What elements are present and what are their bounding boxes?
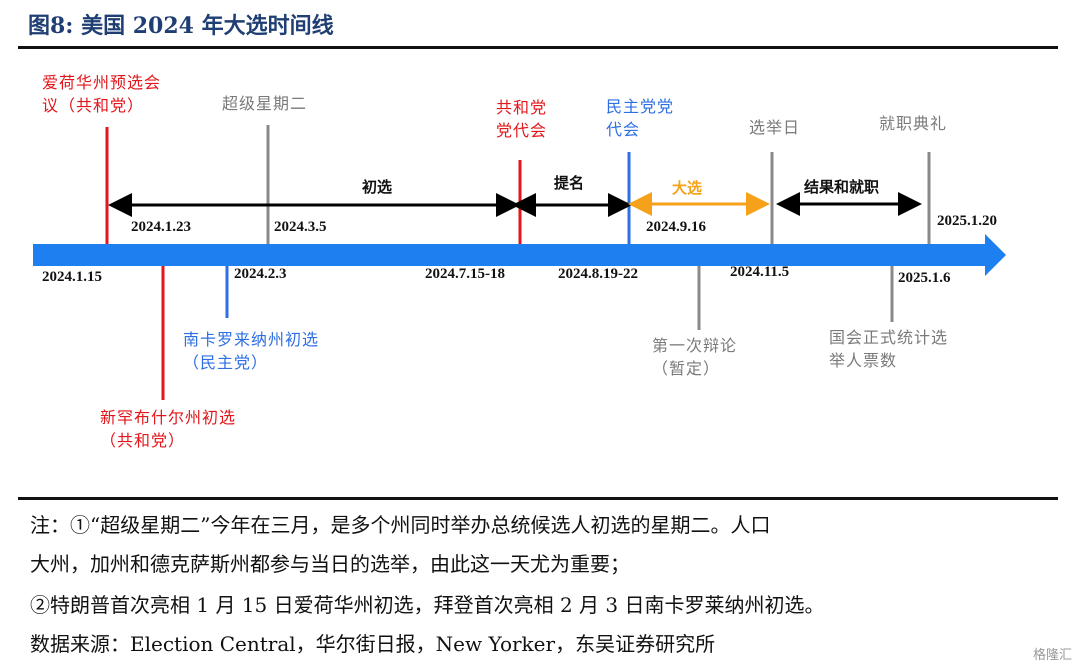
phase-general: 大选 xyxy=(672,179,703,197)
date-2024-9-16: 2024.9.16 xyxy=(646,219,706,235)
date-2024-3-5: 2024.3.5 xyxy=(274,219,327,235)
event-nh-primary-line1: 新罕布什尔州初选 xyxy=(100,408,237,427)
date-2024-11-5: 2024.11.5 xyxy=(730,264,790,280)
note-line-3: ②特朗普首次亮相 1 月 15 日爱荷华州初选，拜登首次亮相 2 月 3 日南卡… xyxy=(30,593,825,617)
note-line-1: 注：①“超级星期二”今年在三月，是多个州同时举办总统候选人初选的星期二。人口 xyxy=(30,513,771,537)
event-iowa-line2: 议（共和党） xyxy=(42,96,145,115)
date-2024-7-15-18: 2024.7.15-18 xyxy=(425,266,505,282)
timeline-arrow xyxy=(33,234,1006,276)
phase-nomination: 提名 xyxy=(554,174,585,192)
event-super-tuesday: 超级星期二 xyxy=(222,94,308,113)
event-congress-count-line2: 举人票数 xyxy=(829,351,898,370)
event-sc-primary-line1: 南卡罗来纳州初选 xyxy=(183,330,320,349)
event-debate-line1: 第一次辩论 xyxy=(652,336,738,355)
date-2024-2-3: 2024.2.3 xyxy=(234,266,287,282)
event-rnc-line2: 党代会 xyxy=(496,121,548,140)
event-dnc-line2: 代会 xyxy=(606,120,641,139)
phase-primary: 初选 xyxy=(362,178,393,196)
event-rnc-line1: 共和党 xyxy=(496,98,548,117)
event-nh-primary-line2: （共和党） xyxy=(100,431,186,450)
date-2025-1-6: 2025.1.6 xyxy=(898,270,951,286)
event-congress-count-line1: 国会正式统计选 xyxy=(829,328,949,347)
note-line-2: 大州，加州和德克萨斯州都参与当日的选举，由此这一天尤为重要； xyxy=(30,552,630,576)
event-iowa-line1: 爱荷华州预选会 xyxy=(42,73,162,92)
date-2024-1-15: 2024.1.15 xyxy=(42,269,102,285)
source-line: 数据来源：Election Central，华尔街日报，New Yorker，东… xyxy=(30,632,716,656)
date-2025-1-20: 2025.1.20 xyxy=(937,213,997,229)
date-2024-8-19-22: 2024.8.19-22 xyxy=(558,266,638,282)
watermark-logo: 格隆汇 xyxy=(1032,648,1072,663)
event-dnc-line1: 民主党党 xyxy=(606,97,675,116)
figure-title: 图8: 美国 2024 年大选时间线 xyxy=(28,13,334,39)
top-rule xyxy=(18,46,1058,49)
date-2024-1-23: 2024.1.23 xyxy=(131,219,191,235)
event-inauguration: 就职典礼 xyxy=(879,114,948,133)
bottom-rule xyxy=(18,497,1058,500)
event-sc-primary-line2: （民主党） xyxy=(183,353,269,372)
event-election-day: 选举日 xyxy=(749,118,801,137)
event-debate-line2: （暂定） xyxy=(652,359,721,378)
phase-result: 结果和就职 xyxy=(804,178,880,196)
